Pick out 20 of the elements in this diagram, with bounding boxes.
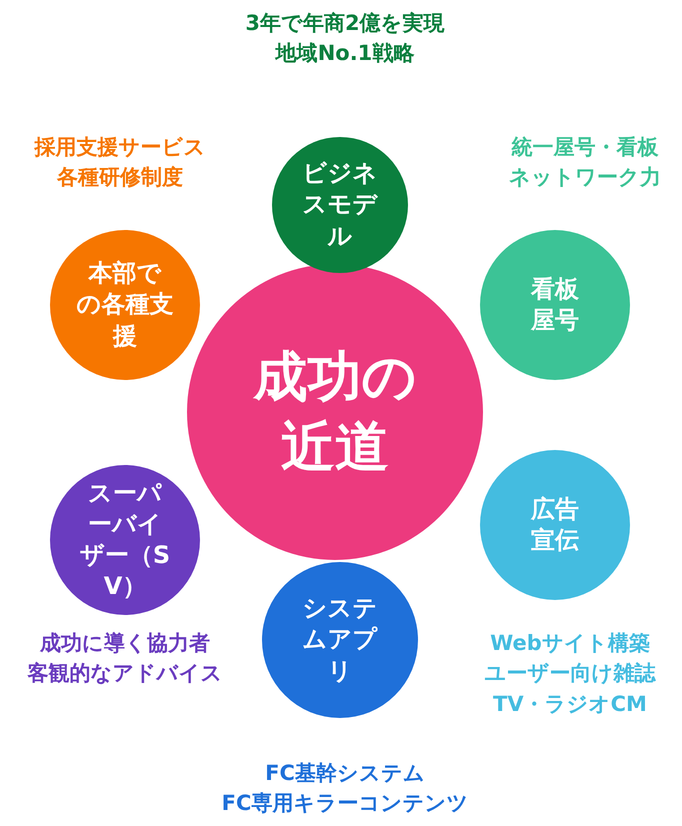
caption-text: 地域No.1戦略 [274, 40, 416, 68]
node-label: スーパーバイザー（SV） [78, 478, 172, 602]
caption-text: 3年で年商2億を実現 [245, 10, 445, 37]
caption-text: TV・ラジオCM [492, 690, 648, 718]
node-label: 本部での各種支援 [76, 258, 174, 352]
node-label: 広告宣伝 [530, 494, 580, 556]
node-label: システムアプリ [302, 593, 378, 687]
caption-text: 採用支援サービス [34, 134, 206, 161]
node-label: 成功の近道 [252, 344, 418, 480]
node-label: ビジネスモデル [302, 158, 379, 252]
caption-text: FC基幹システム [264, 760, 426, 787]
node-label: 看板屋号 [530, 274, 580, 336]
caption-text: FC専用キラーコンテンツ [222, 790, 468, 818]
caption-text: ネットワーク力 [509, 164, 661, 192]
caption-text: ユーザー向け雑誌 [484, 660, 656, 688]
caption-text: 各種研修制度 [56, 164, 184, 192]
caption-text: Webサイト構築 [489, 630, 651, 657]
caption-text: 統一屋号・看板 [510, 134, 660, 161]
caption-text: 客観的なアドバイス [28, 660, 222, 688]
caption-text: 成功に導く協力者 [38, 630, 211, 657]
